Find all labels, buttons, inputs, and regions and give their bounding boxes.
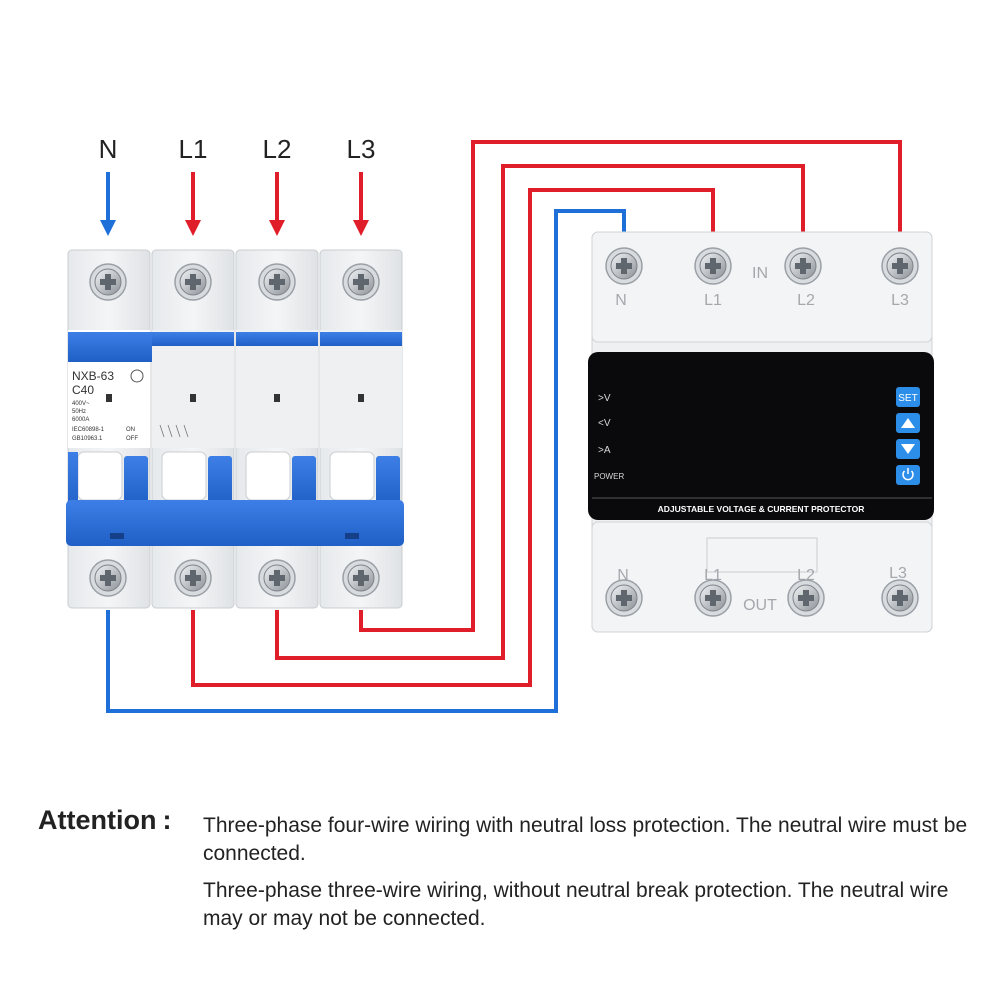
in-terminal-l3: L3: [891, 292, 909, 309]
out-label: OUT: [743, 597, 777, 614]
up-arrow-icon: [901, 418, 915, 428]
toggle-bar[interactable]: [66, 500, 404, 546]
l3-arrow-icon: [353, 220, 369, 236]
label-n: N: [99, 134, 118, 164]
input-arrows: [100, 172, 369, 236]
breaker-screw-top-l3: [342, 263, 380, 301]
protector-screw-in-l3: [881, 247, 919, 285]
attention-heading: Attention:: [38, 805, 171, 836]
breaker-standard-2: GB10963.1: [72, 436, 103, 442]
ccc-mark-icon: [130, 369, 144, 383]
set-button[interactable]: SET: [896, 387, 920, 407]
circuit-breaker: NXB-63 C40 400V~ 50Hz 6000A IEC60898-1 G…: [66, 249, 404, 609]
breaker-screw-top-l1: [174, 263, 212, 301]
neutral-arrow-icon: [100, 220, 116, 236]
l1-arrow-icon: [185, 220, 201, 236]
protector-screw-out-n: [605, 579, 643, 617]
breaker-off-label: OFF: [126, 436, 138, 442]
attention-note-three-wire: Three-phase three-wire wiring, without n…: [203, 879, 949, 930]
in-terminal-n: N: [615, 292, 627, 309]
breaker-screw-top-n: [89, 263, 127, 301]
protector-screw-in-l2: [784, 247, 822, 285]
display-panel: [588, 352, 934, 520]
breaker-screw-bottom-n: [89, 559, 127, 597]
protector-screw-out-l2: [787, 579, 825, 617]
indicator-power: POWER: [594, 472, 624, 481]
breaker-screw-top-l2: [258, 263, 296, 301]
in-terminal-l1: L1: [704, 292, 722, 309]
wires: [106, 140, 902, 713]
down-arrow-icon: [901, 444, 915, 454]
out-terminal-l1: L1: [704, 567, 722, 584]
breaker-model: NXB-63: [72, 369, 114, 383]
indicator-under-voltage: <V: [598, 418, 611, 429]
breaker-frequency: 50Hz: [72, 409, 86, 415]
up-button[interactable]: [896, 413, 920, 433]
protector-screw-in-l1: [694, 247, 732, 285]
set-button-label: SET: [898, 393, 917, 404]
pole-marks: [159, 424, 189, 438]
power-button[interactable]: [896, 465, 920, 485]
wiring-diagram: N L1 L2 L3 NXB-63 C40: [66, 134, 934, 713]
label-window: [706, 537, 818, 573]
protector-screw-out-l1: [694, 579, 732, 617]
out-terminal-l2: L2: [797, 567, 815, 584]
breaker-capacity: 6000A: [72, 417, 89, 423]
breaker-rating: C40: [72, 383, 94, 397]
handle-n[interactable]: [77, 451, 123, 501]
attention-note-four-wire: Three-phase four-wire wiring with neutra…: [203, 814, 968, 865]
breaker-on-label: ON: [126, 427, 135, 433]
wire-l3: [359, 140, 902, 632]
protector-screw-in-n: [605, 247, 643, 285]
label-l1: L1: [179, 134, 208, 164]
handle-l2[interactable]: [245, 451, 291, 501]
in-terminal-l2: L2: [797, 292, 815, 309]
handle-l3[interactable]: [329, 451, 375, 501]
indicator-window: [358, 394, 364, 402]
wire-l2: [275, 164, 805, 660]
attention-colon: :: [162, 805, 172, 835]
handle-l1[interactable]: [161, 451, 207, 501]
out-terminal-n: N: [617, 567, 629, 584]
l2-arrow-icon: [269, 220, 285, 236]
breaker-screw-bottom-l1: [174, 559, 212, 597]
wire-l1: [191, 188, 715, 687]
indicator-over-current: >A: [598, 445, 611, 456]
breaker-screw-bottom-l2: [258, 559, 296, 597]
power-icon: [902, 470, 914, 481]
voltage-current-protector: N L1 L2 L3 IN >V <V >A POWER SET ADJUST: [588, 231, 934, 633]
in-label: IN: [752, 265, 768, 282]
protector-screw-out-l3: [881, 579, 919, 617]
breaker-standard-1: IEC60898-1: [72, 427, 105, 433]
indicator-window: [106, 394, 112, 402]
indicator-window: [190, 394, 196, 402]
indicator-window: [274, 394, 280, 402]
panel-title: ADJUSTABLE VOLTAGE & CURRENT PROTECTOR: [658, 504, 865, 514]
out-terminal-l3: L3: [889, 565, 907, 582]
label-l2: L2: [263, 134, 292, 164]
breaker-screw-bottom-l3: [342, 559, 380, 597]
attention-label: Attention: [38, 805, 157, 835]
label-l3: L3: [347, 134, 376, 164]
wire-neutral: [106, 209, 626, 713]
indicator-over-voltage: >V: [598, 393, 611, 404]
down-button[interactable]: [896, 439, 920, 459]
breaker-voltage: 400V~: [72, 401, 90, 407]
